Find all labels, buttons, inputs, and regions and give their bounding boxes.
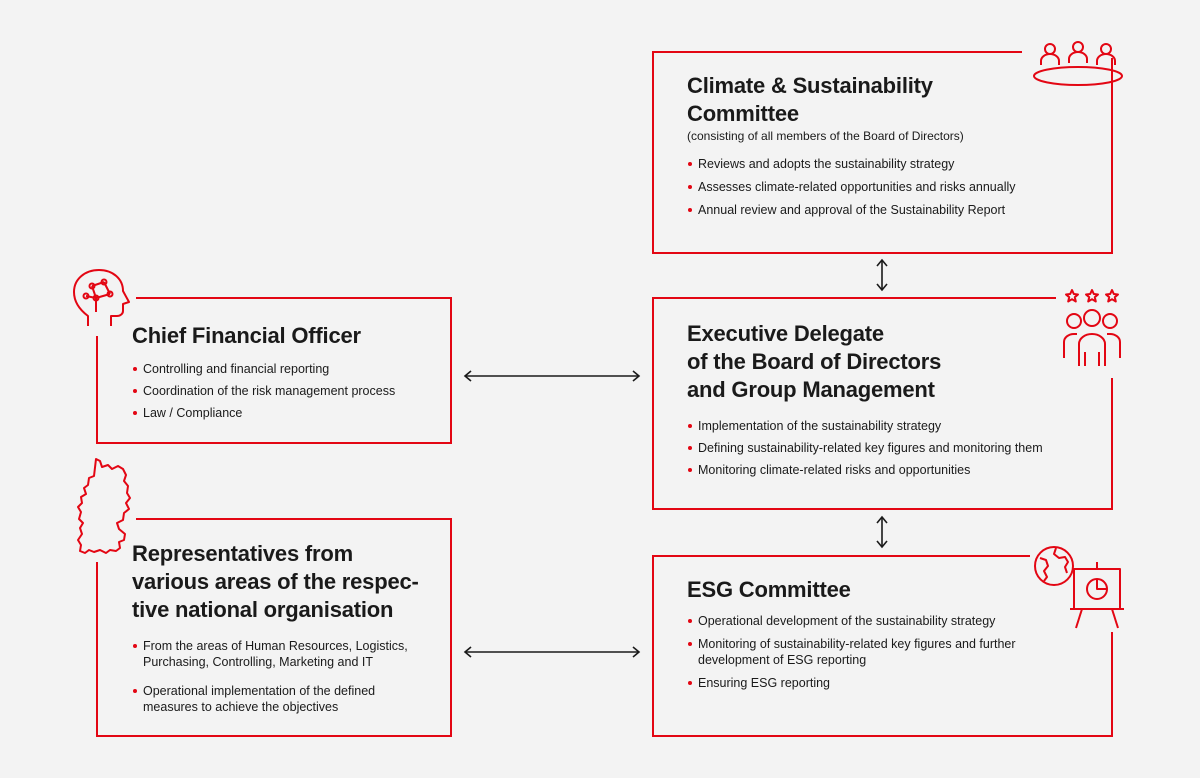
list-item: Reviews and adopts the sustainability st…	[687, 156, 1087, 172]
executive-box	[652, 297, 1113, 510]
germany-map-icon	[77, 458, 131, 554]
cfo-list: Controlling and financial reporting Coor…	[132, 361, 442, 421]
climate-committee-subtitle: (consisting of all members of the Board …	[687, 129, 964, 143]
list-item: Operational implementation of the define…	[132, 683, 442, 715]
list-item: Coordination of the risk management proc…	[132, 383, 442, 399]
list-item: Assesses climate-related opportunities a…	[687, 179, 1087, 195]
list-item: Defining sustainability-related key figu…	[687, 440, 1097, 456]
esg-committee-box	[652, 555, 1113, 737]
list-item: Controlling and financial reporting	[132, 361, 442, 377]
executive-list: Implementation of the sustainability str…	[687, 418, 1097, 478]
horizontal-arrow-1	[463, 370, 641, 382]
horizontal-arrow-2	[463, 646, 641, 658]
vertical-arrow-2	[876, 515, 888, 549]
climate-committee-title: Climate & Sustainability Committee	[687, 73, 933, 126]
climate-committee-box	[652, 51, 1113, 254]
climate-committee-list: Reviews and adopts the sustainability st…	[687, 156, 1087, 218]
brain-head-icon	[73, 269, 130, 326]
team-stars-icon	[1063, 289, 1121, 366]
meeting-table-icon	[1033, 41, 1123, 86]
list-item: Monitoring of sustainability-related key…	[687, 636, 1097, 668]
list-item: From the areas of Human Resources, Logis…	[132, 638, 442, 670]
list-item: Implementation of the sustainability str…	[687, 418, 1097, 434]
list-item: Operational development of the sustainab…	[687, 613, 1097, 629]
cfo-title: Chief Financial Officer	[132, 323, 361, 348]
list-item: Monitoring climate-related risks and opp…	[687, 462, 1097, 478]
esg-committee-list: Operational development of the sustainab…	[687, 613, 1097, 691]
representatives-list: From the areas of Human Resources, Logis…	[132, 638, 442, 715]
cfo-box	[96, 297, 452, 444]
representatives-box	[96, 518, 452, 737]
list-item: Ensuring ESG reporting	[687, 675, 1097, 691]
list-item: Law / Compliance	[132, 405, 442, 421]
vertical-arrow-1	[876, 258, 888, 292]
esg-committee-title: ESG Committee	[687, 577, 851, 602]
executive-title: Executive Delegate of the Board of Direc…	[687, 321, 942, 402]
representatives-title: Representatives from various areas of th…	[132, 541, 419, 622]
list-item: Annual review and approval of the Sustai…	[687, 202, 1087, 218]
globe-presentation-icon	[1034, 546, 1124, 629]
